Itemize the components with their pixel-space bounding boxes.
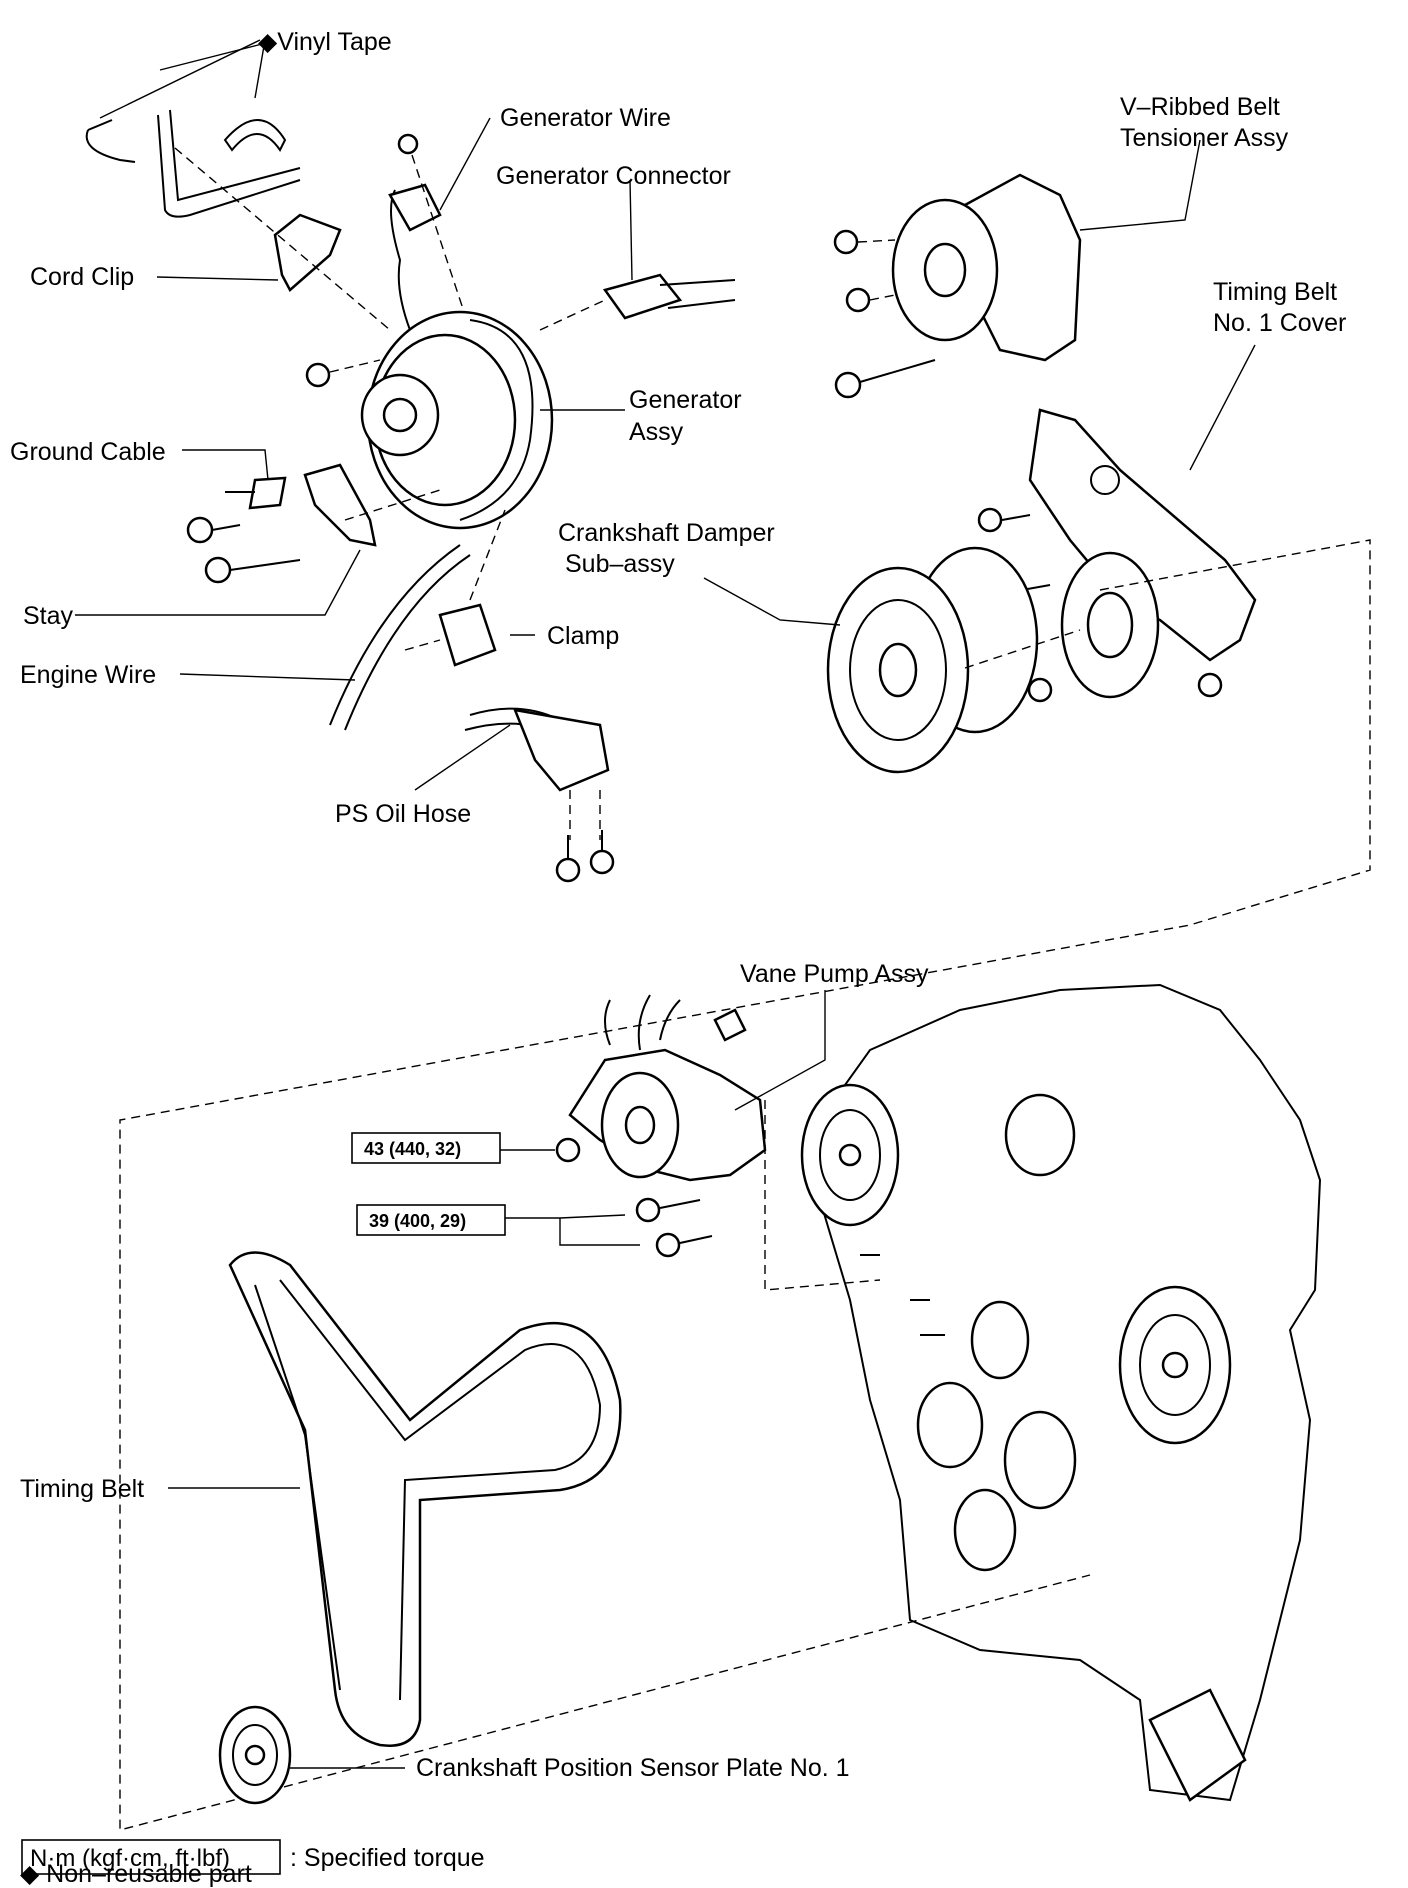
label-crankshaft-damper-1: Crankshaft Damper — [558, 519, 775, 547]
label-generator-wire: Generator Wire — [500, 104, 671, 132]
label-vane-pump-assy: Vane Pump Assy — [740, 960, 929, 988]
torque-value-bolts: 39 (400, 29) — [369, 1211, 466, 1231]
label-generator-assy-2: Assy — [629, 418, 684, 446]
label-ps-oil-hose: PS Oil Hose — [335, 800, 471, 828]
vinyl-tape-parts — [85, 39, 301, 218]
torque-callout-nut: 43 (440, 32) — [351, 1132, 555, 1164]
label-timing-belt-cover-1: Timing Belt — [1213, 278, 1337, 306]
timing-belt-part — [168, 1251, 622, 1747]
torque-callout-bolts: 39 (400, 29) — [356, 1204, 640, 1246]
label-generator-assy-1: Generator — [629, 386, 742, 414]
label-v-ribbed-belt-2: Tensioner Assy — [1120, 124, 1289, 152]
label-crankshaft-damper-2: Sub–assy — [565, 550, 675, 578]
label-crank-sensor-plate: Crankshaft Position Sensor Plate No. 1 — [416, 1754, 850, 1782]
engine-block-part — [800, 983, 1322, 1802]
legend: N·m (kgf·cm, ft·lbf) : Specified torque — [21, 1839, 485, 1875]
label-cord-clip: Cord Clip — [30, 263, 134, 291]
label-generator-connector: Generator Connector — [496, 162, 731, 190]
vane-pump-part — [555, 990, 881, 1291]
clamp-part — [404, 509, 535, 667]
generator-wire-part — [388, 117, 491, 331]
label-v-ribbed-belt-1: V–Ribbed Belt — [1120, 93, 1280, 121]
label-vinyl-tape: ◆Vinyl Tape — [258, 28, 392, 56]
label-engine-wire: Engine Wire — [20, 661, 156, 689]
label-timing-belt: Timing Belt — [20, 1475, 144, 1503]
ground-cable-part — [182, 449, 287, 544]
label-ground-cable: Ground Cable — [10, 438, 166, 466]
crankshaft-damper-part — [119, 539, 1371, 1831]
ps-oil-hose-part — [414, 707, 615, 883]
cord-clip-part — [156, 147, 391, 331]
legend-nonreusable: ◆ Non–reusable part — [20, 1860, 252, 1888]
generator-connector-part — [539, 179, 736, 331]
v-ribbed-belt-tensioner-part — [833, 139, 1201, 399]
legend-torque-units: N·m (kgf·cm, ft·lbf) — [30, 1845, 230, 1872]
engine-wire-part — [179, 544, 471, 731]
legend-torque-text: : Specified torque — [290, 1844, 485, 1872]
label-clamp: Clamp — [547, 622, 619, 650]
generator-assy-part — [305, 310, 625, 530]
crank-sensor-plate-part — [218, 1705, 405, 1805]
torque-value-nut: 43 (440, 32) — [364, 1139, 461, 1159]
label-timing-belt-cover-2: No. 1 Cover — [1213, 309, 1346, 337]
stay-part — [75, 463, 441, 616]
label-stay: Stay — [23, 602, 74, 630]
